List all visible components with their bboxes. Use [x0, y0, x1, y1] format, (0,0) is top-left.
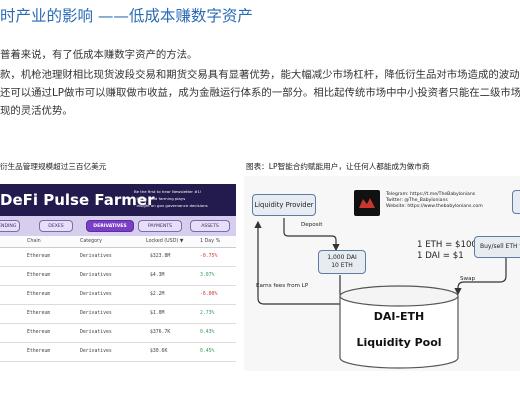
defi-pulse-header: DeFi Pulse Farmer Be the first to hear N… [0, 184, 236, 216]
chain-cell: Ethereum [27, 273, 51, 278]
token-deposit-box: 1,000 DAI 10 ETH [318, 250, 366, 274]
left-figure-caption: 衍生品管理规模超过三百亿美元 [0, 162, 107, 171]
price-line-dai: 1 DAI = $1 [417, 251, 464, 261]
babylonians-logo [354, 190, 380, 216]
locked-cell: $4.3M [150, 273, 165, 278]
tab-dexes[interactable]: DEXES [39, 220, 73, 232]
swap-label: Swap [460, 276, 476, 282]
newsletter-line: Be the first to hear Newsletter #1! [134, 189, 202, 194]
category-tabs: LENDING DEXES DERIVATIVES PAYMENTS ASSET… [0, 216, 236, 236]
defi-pulse-farmer-figure: DeFi Pulse Farmer Be the first to hear N… [0, 184, 236, 364]
locked-cell: $1.0M [150, 311, 165, 316]
pool-name-label: Liquidity Pool [356, 336, 442, 349]
fees-label: Earns fees from LP [256, 283, 309, 289]
change-cell: 0.43% [200, 330, 215, 335]
liquidity-provider-box: Liquidity Provider [252, 194, 316, 216]
website-line: Website: https://www.thebabylonians.com [386, 204, 483, 209]
category-cell: Derivatives [80, 311, 112, 316]
chain-cell: Ethereum [27, 349, 51, 354]
right-figure-caption: 图表：LP智能合约赋能用户，让任何人都能成为做市商 [246, 162, 430, 171]
change-cell: -0.75% [200, 254, 218, 259]
eth-amount: 10 ETH [331, 262, 353, 269]
table-row[interactable]: Ethereum Derivatives $376.7K 0.43% [0, 324, 236, 343]
paragraph-line-2: 款，机枪池理财相比现货波段交易和期货交易具有显著优势，能大幅减少市场杠杆，降低衍… [0, 69, 520, 81]
twitter-line: Twitter: @The_Babylonians [386, 198, 448, 203]
chain-cell: Ethereum [27, 292, 51, 297]
chain-cell: Ethereum [27, 254, 51, 259]
category-cell: Derivatives [80, 292, 112, 297]
tab-lending[interactable]: LENDING [0, 220, 20, 232]
column-header-category[interactable]: Category [80, 239, 102, 244]
table-row[interactable]: Ethereum Derivatives $323.8M -0.75% [0, 248, 236, 267]
paragraph-line-1: 普着来说，有了低成本赚数字资产的方法。 [0, 49, 198, 61]
price-line-eth: 1 ETH = $100 [417, 240, 477, 250]
paragraph-line-4: 现的灵活优势。 [0, 105, 73, 117]
dai-amount: 1,000 DAI [327, 254, 357, 261]
locked-cell: $2.2M [150, 292, 165, 297]
newsletter-line: · Insight on gov governance decisions [134, 203, 208, 208]
tab-assets[interactable]: ASSETS [190, 220, 230, 232]
category-cell: Derivatives [80, 349, 112, 354]
newsletter-line: · Fresh yield farming plays [134, 196, 186, 201]
column-header-locked[interactable]: Locked (USD) ▼ [146, 239, 184, 244]
table-header: Chain Category Locked (USD) ▼ 1 Day % [0, 236, 236, 248]
lp-diagram-arrows [254, 218, 507, 369]
column-header-1day[interactable]: 1 Day % [200, 239, 221, 244]
defi-pulse-title: DeFi Pulse Farmer [0, 191, 155, 209]
deposit-label: Deposit [301, 222, 323, 228]
locked-cell: $376.7K [150, 330, 171, 335]
category-cell: Derivatives [80, 273, 112, 278]
buy-sell-box: Buy/sell ETH fo [474, 236, 520, 258]
paragraph-line-3: 还可以通过LP做市可以赚取做市收益，成为金融运行体系的一部分。相比起传统市场中中… [0, 87, 520, 99]
change-cell: 3.07% [200, 273, 215, 278]
column-header-chain[interactable]: Chain [27, 239, 41, 244]
lp-diagram-figure: Telegram: https://t.me/TheBabylonians Tw… [244, 176, 520, 371]
table-row[interactable]: Ethereum Derivatives $2.2M -6.00% [0, 286, 236, 305]
locked-cell: $323.8M [150, 254, 171, 259]
tab-payments[interactable]: PAYMENTS [138, 220, 182, 232]
change-cell: -6.00% [200, 292, 218, 297]
table-row[interactable]: Ethereum Derivatives $4.3M 3.07% [0, 267, 236, 286]
change-cell: 0.45% [200, 349, 215, 354]
liquidity-pool-cylinder: DAI-ETH Liquidity Pool [340, 306, 458, 366]
trader-box [512, 190, 520, 214]
tab-derivatives[interactable]: DERIVATIVES [86, 220, 134, 232]
table-row[interactable]: Ethereum Derivatives $30.6K 0.45% [0, 343, 236, 362]
category-cell: Derivatives [80, 254, 112, 259]
change-cell: 2.73% [200, 311, 215, 316]
category-cell: Derivatives [80, 330, 112, 335]
pool-pair-label: DAI-ETH [373, 310, 425, 323]
telegram-line: Telegram: https://t.me/TheBabylonians [386, 192, 476, 197]
section-heading: 时产业的影响 ——低成本赚数字资产 [0, 7, 253, 25]
chain-cell: Ethereum [27, 311, 51, 316]
chain-cell: Ethereum [27, 330, 51, 335]
locked-cell: $30.6K [150, 349, 168, 354]
table-row[interactable]: Ethereum Derivatives $1.0M 2.73% [0, 305, 236, 324]
